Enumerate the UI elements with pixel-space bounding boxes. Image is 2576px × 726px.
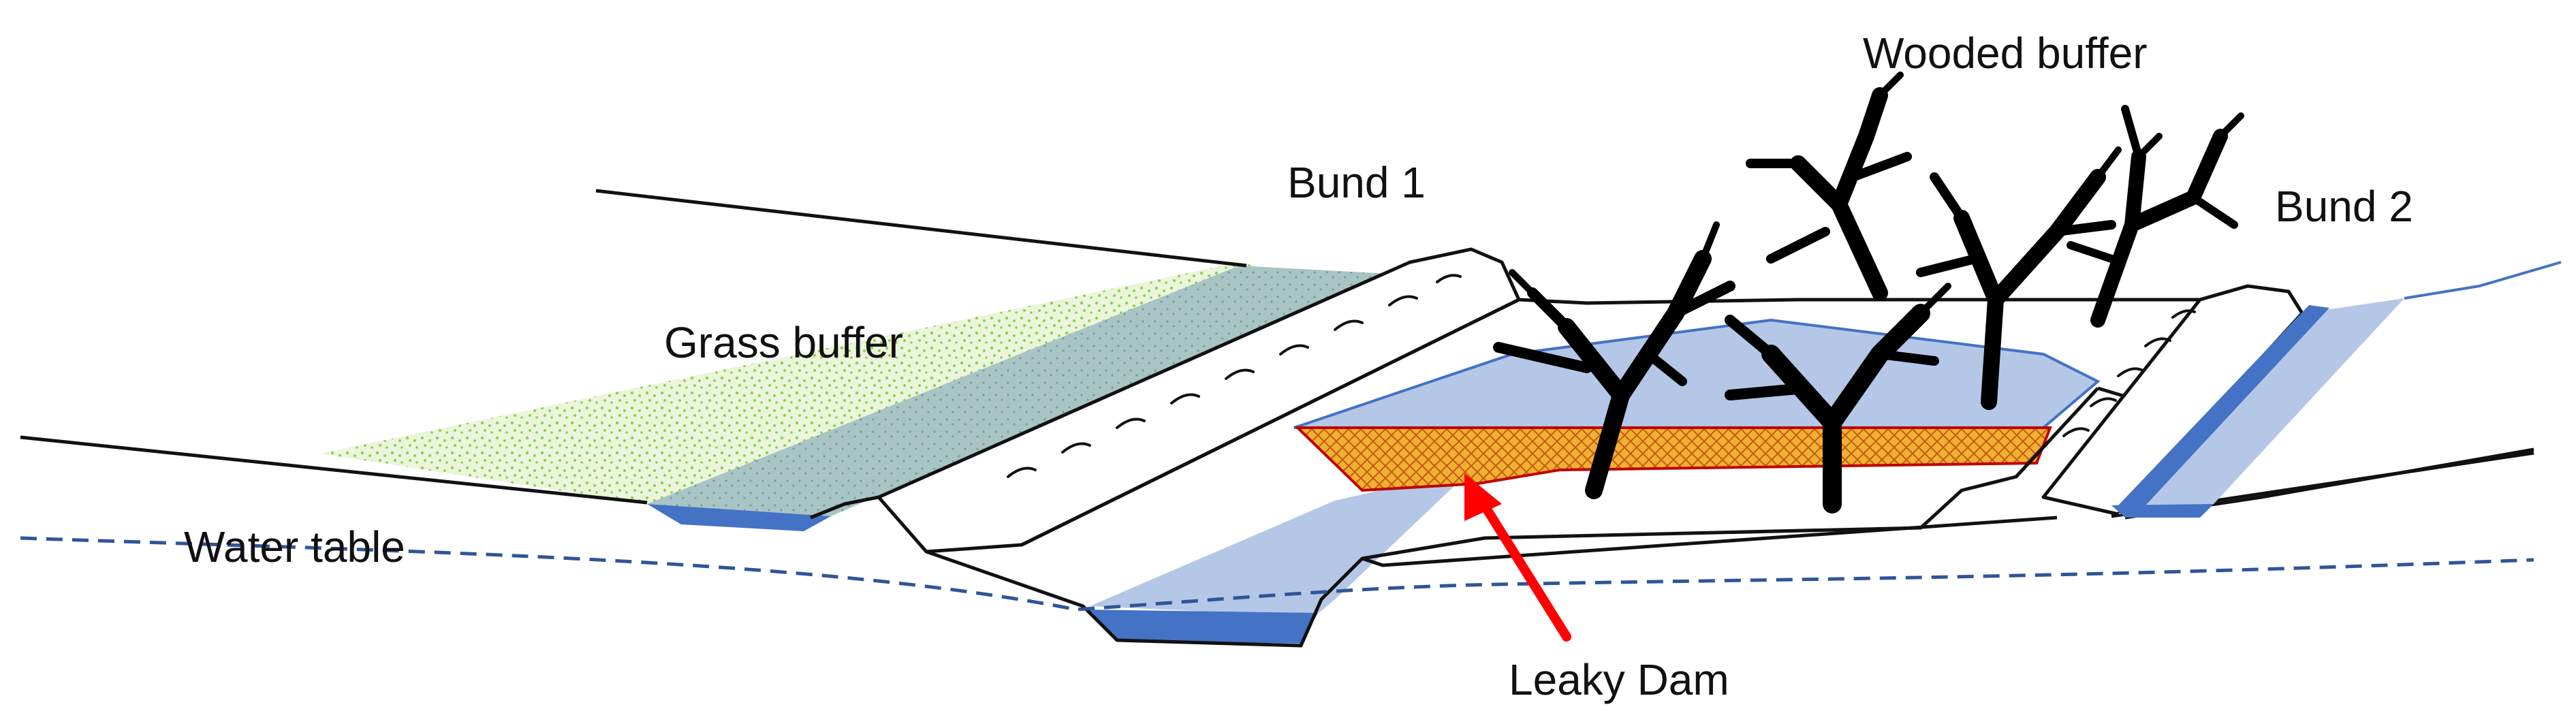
ditch-water-2-base [2111, 504, 2214, 518]
ditch-water-1 [647, 504, 831, 531]
leaky-dam-arrowhead [1464, 473, 1502, 521]
ditch-water-2-dark [2118, 305, 2329, 505]
bund-1-label: Bund 1 [1287, 158, 1426, 207]
tree-1 [1493, 250, 1735, 499]
leaky-dam-arrow [1477, 496, 1571, 642]
grass-buffer-area [320, 262, 1315, 504]
main-channel-light [1090, 470, 1471, 616]
main-channel-water [1086, 610, 1318, 644]
grass-buffer-label: Grass buffer [664, 318, 903, 367]
tree-3 [1746, 87, 1912, 301]
wooded-buffer-label: Wooded buffer [1863, 29, 2148, 78]
tree-2 [1725, 304, 1939, 514]
wooded-buffer-trees [1493, 72, 2244, 514]
ditch-water-2-light [2118, 298, 2404, 514]
bund-1-ridges [1007, 274, 1462, 478]
tree-4 [1916, 169, 2116, 410]
leaky-dam-label: Leaky Dam [1509, 655, 1729, 704]
bund-2-label: Bund 2 [2275, 182, 2413, 231]
water-table-label: Water table [184, 522, 405, 571]
tree-5 [2067, 105, 2238, 328]
bund-2-ridges [2062, 309, 2196, 437]
wet-strip [647, 266, 1389, 516]
far-water-edge [2404, 261, 2562, 300]
leaky-dam-structure [1294, 426, 2052, 492]
bund-1-shape [877, 247, 1521, 554]
tree-small-twigs [1509, 72, 2244, 317]
water-table-line [20, 536, 2534, 612]
